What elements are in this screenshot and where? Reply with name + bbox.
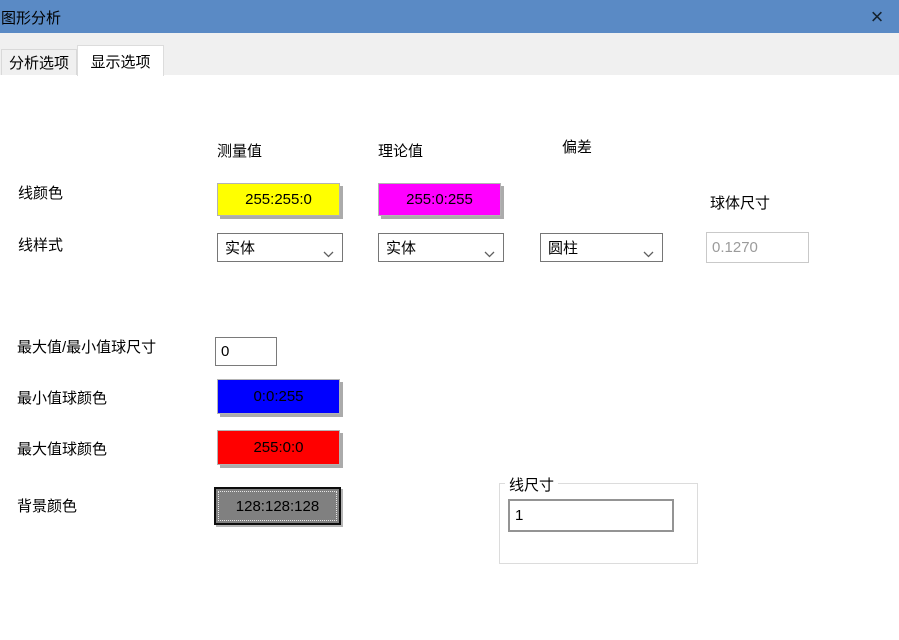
chevron-down-icon — [643, 245, 654, 262]
chevron-down-icon — [484, 245, 495, 262]
sphere-size-label: 球体尺寸 — [710, 195, 771, 212]
tab-display-options[interactable]: 显示选项 — [77, 45, 164, 76]
column-header-measured: 测量值 — [217, 143, 263, 160]
theoretical-line-color-button[interactable]: 255:0:255 — [378, 183, 501, 216]
measured-line-color-value: 255:255:0 — [245, 191, 312, 208]
column-header-deviation: 偏差 — [562, 139, 593, 156]
background-color-value: 128:128:128 — [235, 497, 320, 515]
close-icon: × — [870, 3, 884, 29]
chevron-down-icon — [323, 245, 334, 262]
tab-page — [0, 75, 899, 640]
min-sphere-color-value: 0:0:255 — [253, 388, 304, 405]
max-sphere-color-value: 255:0:0 — [253, 439, 304, 456]
deviation-style-value: 圆柱 — [548, 240, 579, 257]
line-color-label: 线颜色 — [18, 185, 64, 202]
deviation-style-dropdown[interactable]: 圆柱 — [540, 233, 663, 262]
measured-line-style-dropdown[interactable]: 实体 — [217, 233, 343, 262]
min-sphere-color-button[interactable]: 0:0:255 — [217, 379, 340, 414]
measured-line-color-button[interactable]: 255:255:0 — [217, 183, 340, 216]
minmax-sphere-size-label: 最大值/最小值球尺寸 — [17, 339, 157, 356]
tab-analysis-options[interactable]: 分析选项 — [1, 49, 77, 75]
max-sphere-color-label: 最大值球颜色 — [17, 441, 108, 458]
theoretical-line-color-value: 255:0:255 — [406, 191, 473, 208]
theoretical-line-style-dropdown[interactable]: 实体 — [378, 233, 504, 262]
line-size-groupbox — [499, 483, 698, 564]
minmax-sphere-size-input[interactable] — [215, 337, 277, 366]
theoretical-line-style-value: 实体 — [386, 240, 417, 257]
line-style-label: 线样式 — [18, 237, 64, 254]
line-size-group-label: 线尺寸 — [505, 474, 559, 495]
background-color-label: 背景颜色 — [17, 498, 78, 515]
background-color-button[interactable]: 128:128:128 — [214, 487, 341, 525]
title-bar: 图形分析 × — [0, 0, 899, 33]
tab-analysis-options-label: 分析选项 — [8, 55, 69, 72]
column-header-theoretical: 理论值 — [378, 143, 424, 160]
window-title: 图形分析 — [1, 10, 62, 27]
line-size-input[interactable] — [508, 499, 674, 532]
sphere-size-input — [706, 232, 809, 263]
min-sphere-color-label: 最小值球颜色 — [17, 390, 108, 407]
max-sphere-color-button[interactable]: 255:0:0 — [217, 430, 340, 465]
measured-line-style-value: 实体 — [225, 240, 256, 257]
close-button[interactable]: × — [858, 0, 896, 33]
tab-display-options-label: 显示选项 — [90, 53, 151, 71]
